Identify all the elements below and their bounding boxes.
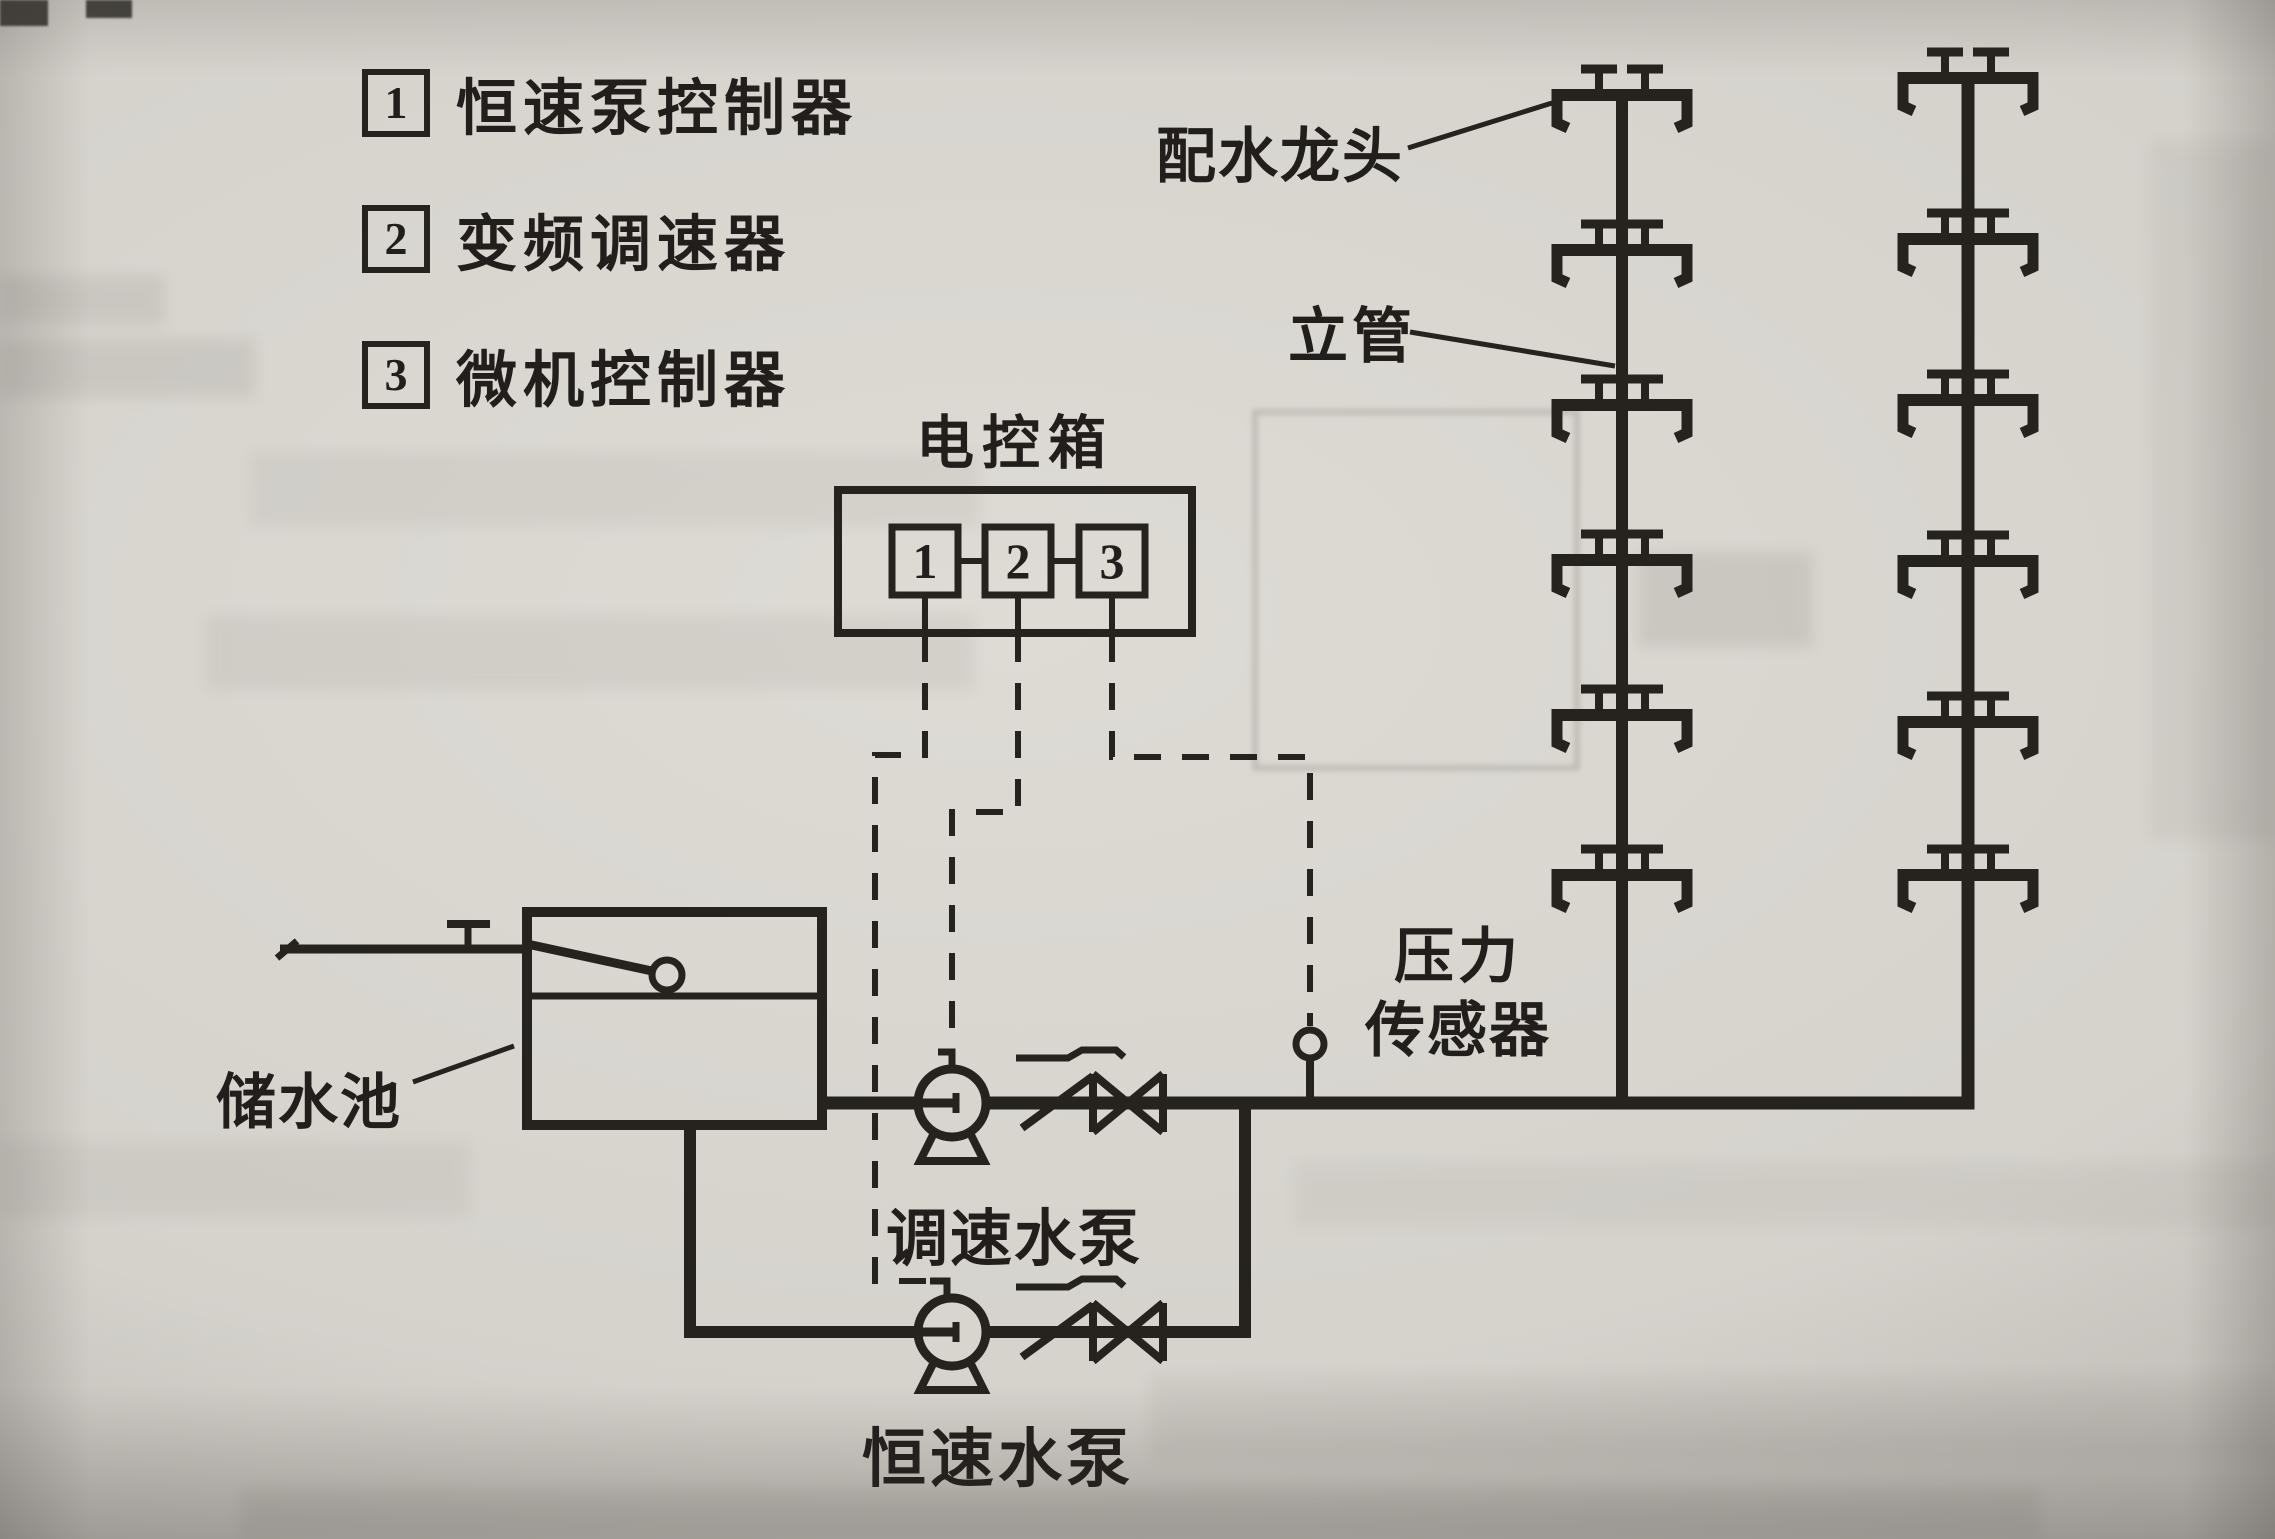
legend-key-box: 3 [362,340,430,409]
pump-connection-hook [938,1048,956,1066]
riser-leader-line [1409,329,1616,369]
legend-key-box: 1 [362,68,430,137]
photo-speck [0,0,48,26]
pump-connection-hook [930,1277,951,1296]
inlet-float-valve-icon [274,920,686,994]
speed-pump-label: 调速水泵 [885,1206,1143,1274]
bleed-through-rectangle [1253,410,1579,770]
tank-label: 储水池 [216,1070,402,1136]
legend-item-3: 3 微机控制器 [362,330,791,419]
bleed-through-text [2150,140,2275,840]
valve-icon-upper [1016,1050,1163,1132]
riser-label: 立管 [1288,304,1416,370]
photo-speck [86,0,132,18]
legend-key: 3 [384,349,408,400]
bleed-through-text [240,1488,2040,1538]
legend-item-1: 1 恒速泵控制器 [362,58,858,147]
bleed-through-text [1150,1375,2275,1460]
bleed-through-text [1295,1162,2275,1227]
legend-item-2: 2 变频调速器 [362,194,791,283]
faucet-label: 配水龙头 [1156,124,1404,190]
pressure-sensor-label-line2: 传感器 [1365,998,1551,1064]
bleed-through-text [0,275,165,325]
bleed-through-text [1638,552,1813,647]
control-line-unit3-to-sensor [1109,635,1313,1026]
bleed-through-text [0,1142,470,1217]
speed-pump-icon [918,1069,986,1161]
legend-label: 恒速泵控制器 [456,76,859,143]
control-unit-1: 1 [912,533,938,589]
legend-key: 1 [384,77,408,128]
legend-key: 2 [384,213,408,264]
valve-icon-lower [1016,1279,1163,1361]
legend-label: 变频调速器 [456,212,792,279]
legend-key-box: 2 [362,204,430,273]
storage-tank-symbol [522,907,827,1130]
constant-pump-icon [918,1298,986,1390]
control-box-outline [834,486,1196,637]
pressure-sensor-icon [1292,1026,1328,1100]
constant-pump-label: 恒速水泵 [862,1424,1134,1495]
bleed-through-text [0,338,255,398]
control-line-unit2-to-speed-pump [949,635,1021,1050]
tank-leader-line [412,1043,515,1085]
pressure-sensor-label-line1: 压力 [1394,924,1522,990]
faucet-leader-line [1407,100,1553,151]
bleed-through-text [205,615,975,690]
control-unit-2: 2 [1005,533,1031,589]
control-box-title: 电控箱 [915,411,1115,476]
legend-label: 微机控制器 [456,348,792,415]
main-pipe [822,72,1975,1110]
control-unit-3: 3 [1099,533,1125,589]
control-line-unit1-to-constant-pump [872,635,928,1284]
